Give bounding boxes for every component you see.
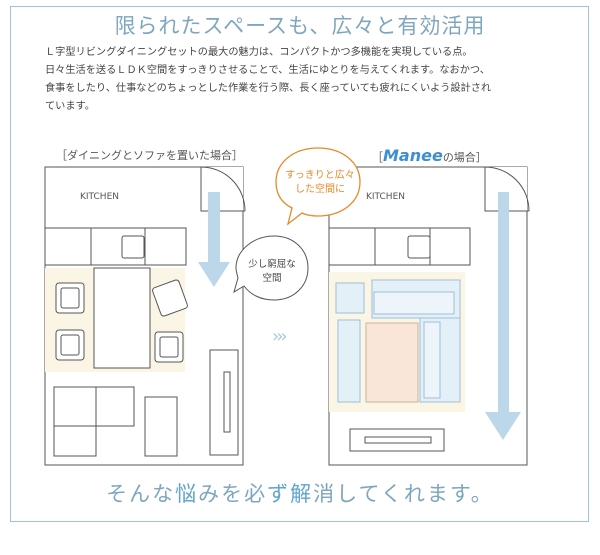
footer-emphasis: 解 — [290, 482, 314, 506]
footer-emphasis: 悩 — [175, 482, 199, 506]
right-l-sofa-set — [335, 279, 461, 403]
footer-message: そんな悩みを必ず解消してくれます。 — [0, 478, 600, 508]
description-line: Ｌ字型リビングダイニングセットの最大の魅力は、コンパクトかつ多機能を実現している… — [45, 47, 473, 58]
content-frame — [10, 6, 589, 522]
description: Ｌ字型リビングダイニングセットの最大の魅力は、コンパクトかつ多機能を実現している… — [45, 44, 565, 116]
caption-bracket: ［ — [372, 151, 383, 164]
transition-arrows-icon: ››› — [272, 326, 288, 347]
caption-suffix: の場合］ — [442, 151, 487, 164]
right-tv-board — [349, 428, 445, 452]
left-plan-caption: ［ダイニングとソファを置いた場合］ — [56, 149, 243, 162]
orange-bubble-text: すっきりと広々 した空間に — [273, 144, 367, 222]
footer-text: 消してくれます。 — [313, 482, 494, 506]
footer-text: 必 — [244, 482, 268, 506]
left-chair — [55, 279, 188, 363]
left-door — [200, 166, 246, 212]
orange-speech-bubble — [275, 147, 361, 226]
left-chair-seat — [60, 287, 179, 358]
bubble-line: すっきりと広々 — [285, 170, 355, 181]
bubble-line: 少し窮屈な — [248, 259, 296, 270]
left-dining-table — [93, 267, 151, 369]
right-door — [484, 166, 530, 212]
footer-text: み — [198, 482, 222, 506]
footer-text: そんな — [106, 482, 176, 506]
left-kitchen-label: KITCHEN — [80, 192, 119, 202]
footer-text: を — [221, 482, 245, 506]
gray-speech-bubble — [233, 235, 309, 301]
footer-emphasis: ず — [267, 482, 291, 506]
right-plan-caption: ［Maneeの場合］ — [372, 146, 487, 165]
right-kitchen-counter — [328, 227, 471, 266]
right-dining-table — [365, 322, 419, 403]
left-ottoman — [144, 396, 178, 457]
left-sink — [121, 235, 145, 259]
page-title: 限られたスペースも、広々と有効活用 — [114, 14, 486, 38]
description-line: ています。 — [45, 101, 95, 112]
bubble-line: 空間 — [262, 273, 282, 284]
description-line: 食事をしたり、仕事などのちょっとした作業を行う際、長く座っていても疲れにくいよう… — [45, 83, 492, 94]
brand-logo: Manee — [383, 146, 443, 165]
left-kitchen-counter — [44, 227, 187, 266]
description-line: 日々生活を送るＬＤＫ空間をすっきりさせることで、生活にゆとりを与えてくれます。な… — [45, 65, 490, 76]
left-down-arrow-icon — [198, 192, 230, 287]
gray-bubble-text: 少し窮屈な 空間 — [230, 236, 314, 308]
right-down-arrow-icon — [485, 192, 521, 440]
bubble-line: した空間に — [294, 184, 345, 195]
right-kitchen-label: KITCHEN — [366, 192, 405, 202]
